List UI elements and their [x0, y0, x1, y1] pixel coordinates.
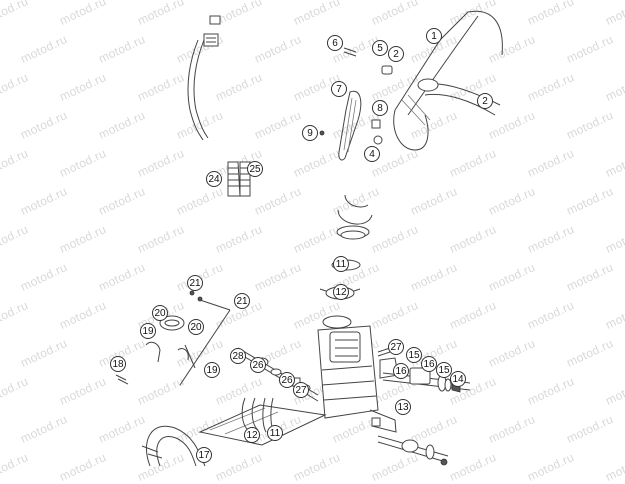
callout-27: 27: [388, 339, 404, 355]
washer-4: [373, 135, 383, 145]
idle-screw-assembly: [382, 367, 471, 393]
callout-5: 5: [372, 40, 388, 56]
callout-21: 21: [234, 293, 250, 309]
callout-27: 27: [293, 382, 309, 398]
float-bowl-gasket-20: [159, 315, 185, 331]
air-filter-box: [393, 10, 503, 151]
needle-valve-19: [145, 341, 196, 369]
grommet-5: [381, 65, 393, 75]
callout-15: 15: [436, 362, 452, 378]
drain-screw-assembly: [377, 435, 449, 466]
callout-19: 19: [140, 323, 156, 339]
cover-panel-7: [338, 90, 362, 161]
callout-13: 13: [395, 399, 411, 415]
callout-9: 9: [302, 125, 318, 141]
callout-14: 14: [450, 371, 466, 387]
bolt-6: [343, 47, 357, 57]
callout-21: 21: [187, 275, 203, 291]
callout-17: 17: [196, 447, 212, 463]
callout-12: 12: [333, 284, 349, 300]
callout-11: 11: [267, 425, 283, 441]
callout-28: 28: [230, 348, 246, 364]
callout-2: 2: [388, 46, 404, 62]
callout-16: 16: [421, 356, 437, 372]
callout-26: 26: [250, 357, 266, 373]
callout-7: 7: [331, 81, 347, 97]
callout-26: 26: [279, 372, 295, 388]
intake-boot: [336, 194, 373, 240]
callout-25: 25: [247, 161, 263, 177]
callout-20: 20: [152, 305, 168, 321]
callout-11: 11: [333, 256, 349, 272]
callout-2: 2: [477, 93, 493, 109]
callout-20: 20: [188, 319, 204, 335]
callout-18: 18: [110, 356, 126, 372]
float-pin-21: [179, 290, 231, 386]
screw-18: [115, 374, 129, 385]
callout-1: 1: [426, 28, 442, 44]
carburetor-body: [317, 315, 399, 433]
breather-hose: [187, 39, 209, 141]
callout-19: 19: [204, 362, 220, 378]
parts-drawing: [115, 10, 503, 467]
hose-end-24: [227, 161, 241, 197]
callout-4: 4: [364, 146, 380, 162]
pin-9: [319, 130, 325, 136]
nut-8: [371, 119, 381, 129]
overflow-hose-17: [141, 425, 206, 467]
callout-8: 8: [372, 100, 388, 116]
callout-16: 16: [393, 363, 409, 379]
callout-6: 6: [327, 35, 343, 51]
heat-shield: [198, 404, 327, 446]
callout-12: 12: [244, 427, 260, 443]
callout-24: 24: [206, 171, 222, 187]
callout-15: 15: [406, 347, 422, 363]
hose-clip-top: [203, 15, 221, 47]
